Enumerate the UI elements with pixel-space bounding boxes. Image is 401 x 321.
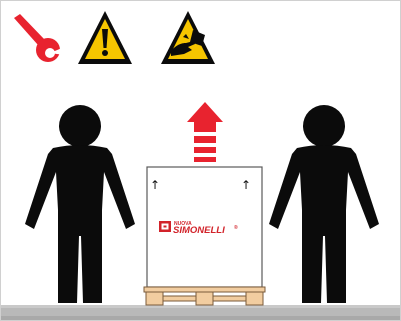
floor	[1, 305, 400, 320]
box-orientation-arrow-right: ↑	[241, 178, 251, 192]
brand-registered-mark: ®	[234, 224, 238, 231]
box-orientation-arrow-left: ↑	[150, 178, 160, 192]
brand-logo	[159, 221, 171, 232]
pallet	[144, 287, 265, 305]
brand-name: SIMONELLI	[173, 225, 225, 236]
